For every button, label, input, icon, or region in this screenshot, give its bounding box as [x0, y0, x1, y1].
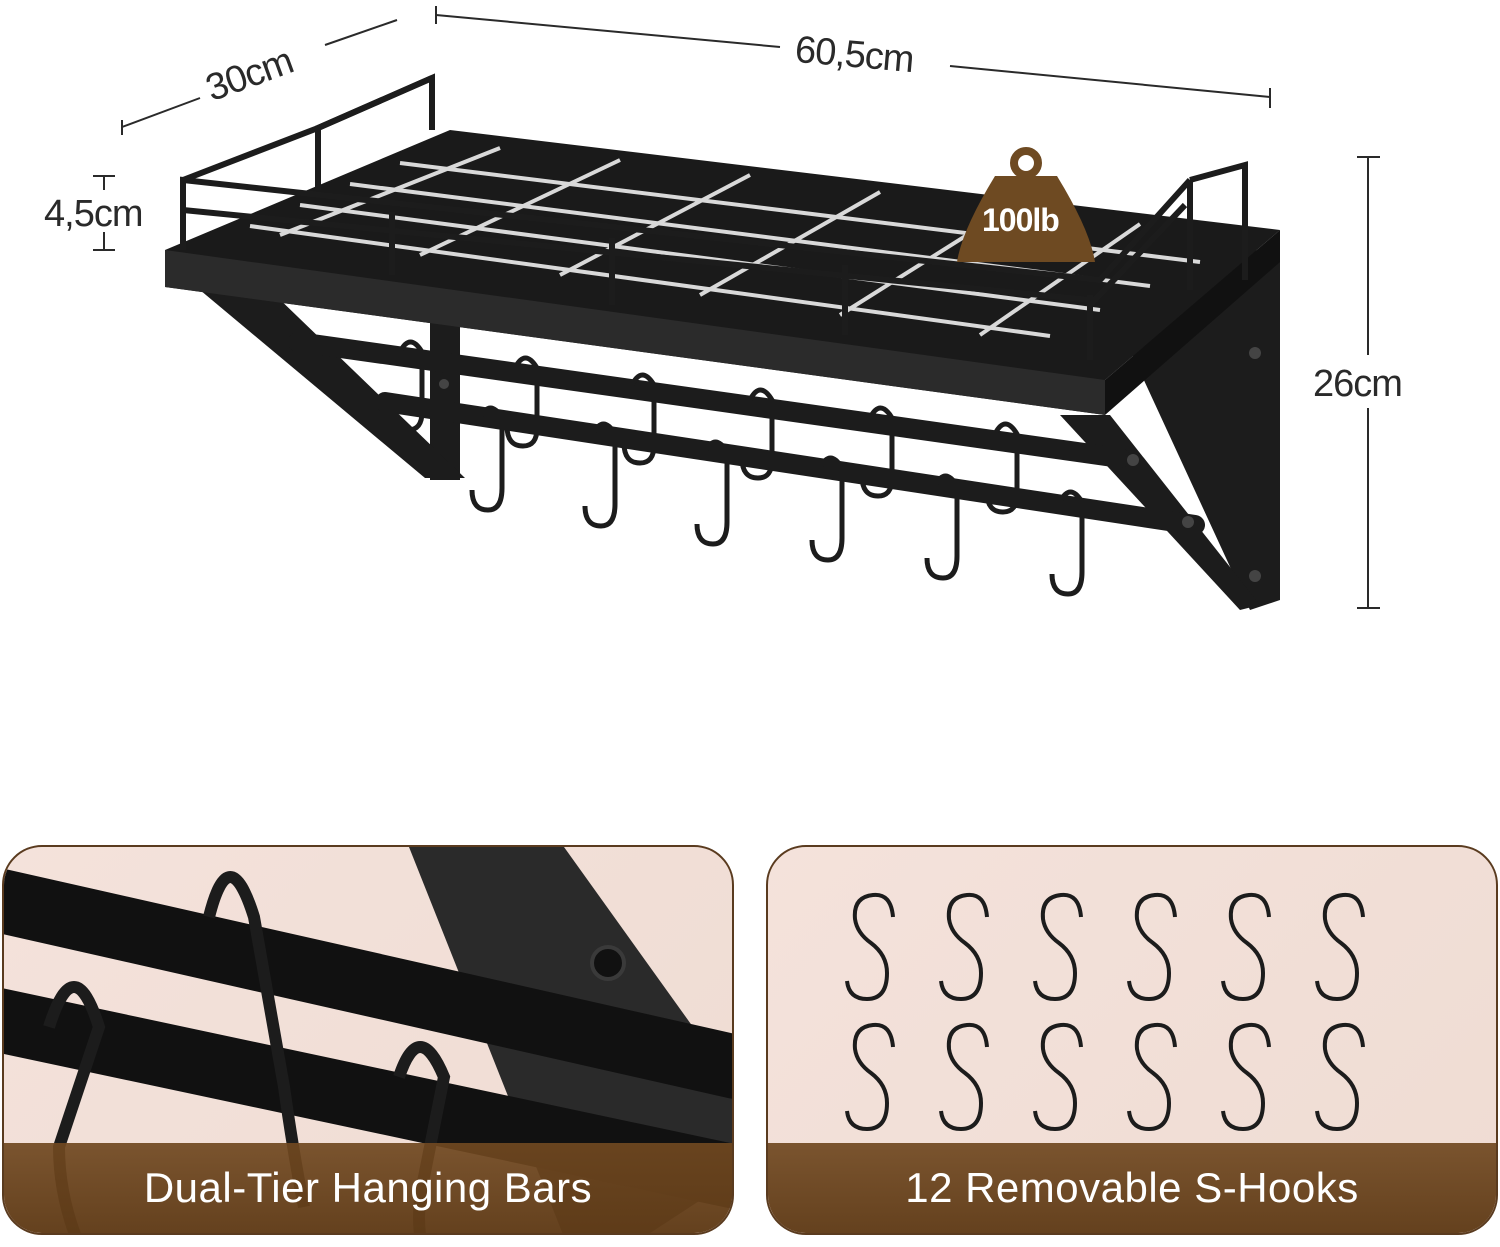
s-hook-icon	[1127, 1022, 1177, 1132]
s-hook-icon	[939, 892, 989, 1002]
s-hook-icon	[1221, 892, 1271, 1002]
panel-caption: 12 Removable S-Hooks	[905, 1164, 1359, 1211]
s-hook-icon	[1315, 892, 1365, 1002]
s-hooks-grid	[845, 892, 1365, 1132]
s-hook-icon	[1033, 892, 1083, 1002]
s-hook-icon	[1033, 1022, 1083, 1132]
total-height-label: 26cm	[1313, 363, 1403, 405]
weight-badge	[957, 147, 1095, 262]
guard-rails	[180, 73, 1248, 360]
caption-bar: 12 Removable S-Hooks	[768, 1143, 1496, 1233]
rail-height-label: 4,5cm	[44, 193, 143, 235]
rack-illustration	[93, 6, 1380, 610]
caption-bar: Dual-Tier Hanging Bars	[4, 1143, 732, 1233]
s-hook-icon	[1127, 892, 1177, 1002]
hanging-bars	[288, 332, 1205, 535]
panel-s-hooks: 12 Removable S-Hooks	[766, 845, 1498, 1235]
s-hook-icon	[1315, 1022, 1365, 1132]
shelf-frame	[165, 73, 1280, 415]
width-label: 60,5cm	[793, 28, 916, 82]
s-hook-icon	[845, 1022, 895, 1132]
s-hook-icon	[939, 1022, 989, 1132]
s-hooks	[389, 339, 1085, 597]
weight-badge-label: 100lb	[982, 202, 1060, 238]
panel-hanging-bars: Dual-Tier Hanging Bars	[2, 845, 734, 1235]
panel-caption: Dual-Tier Hanging Bars	[143, 1164, 593, 1211]
dimension-lines	[93, 6, 1380, 609]
s-hook-icon	[845, 892, 895, 1002]
s-hook-icon	[1221, 1022, 1271, 1132]
mounting-screws	[439, 347, 1261, 582]
